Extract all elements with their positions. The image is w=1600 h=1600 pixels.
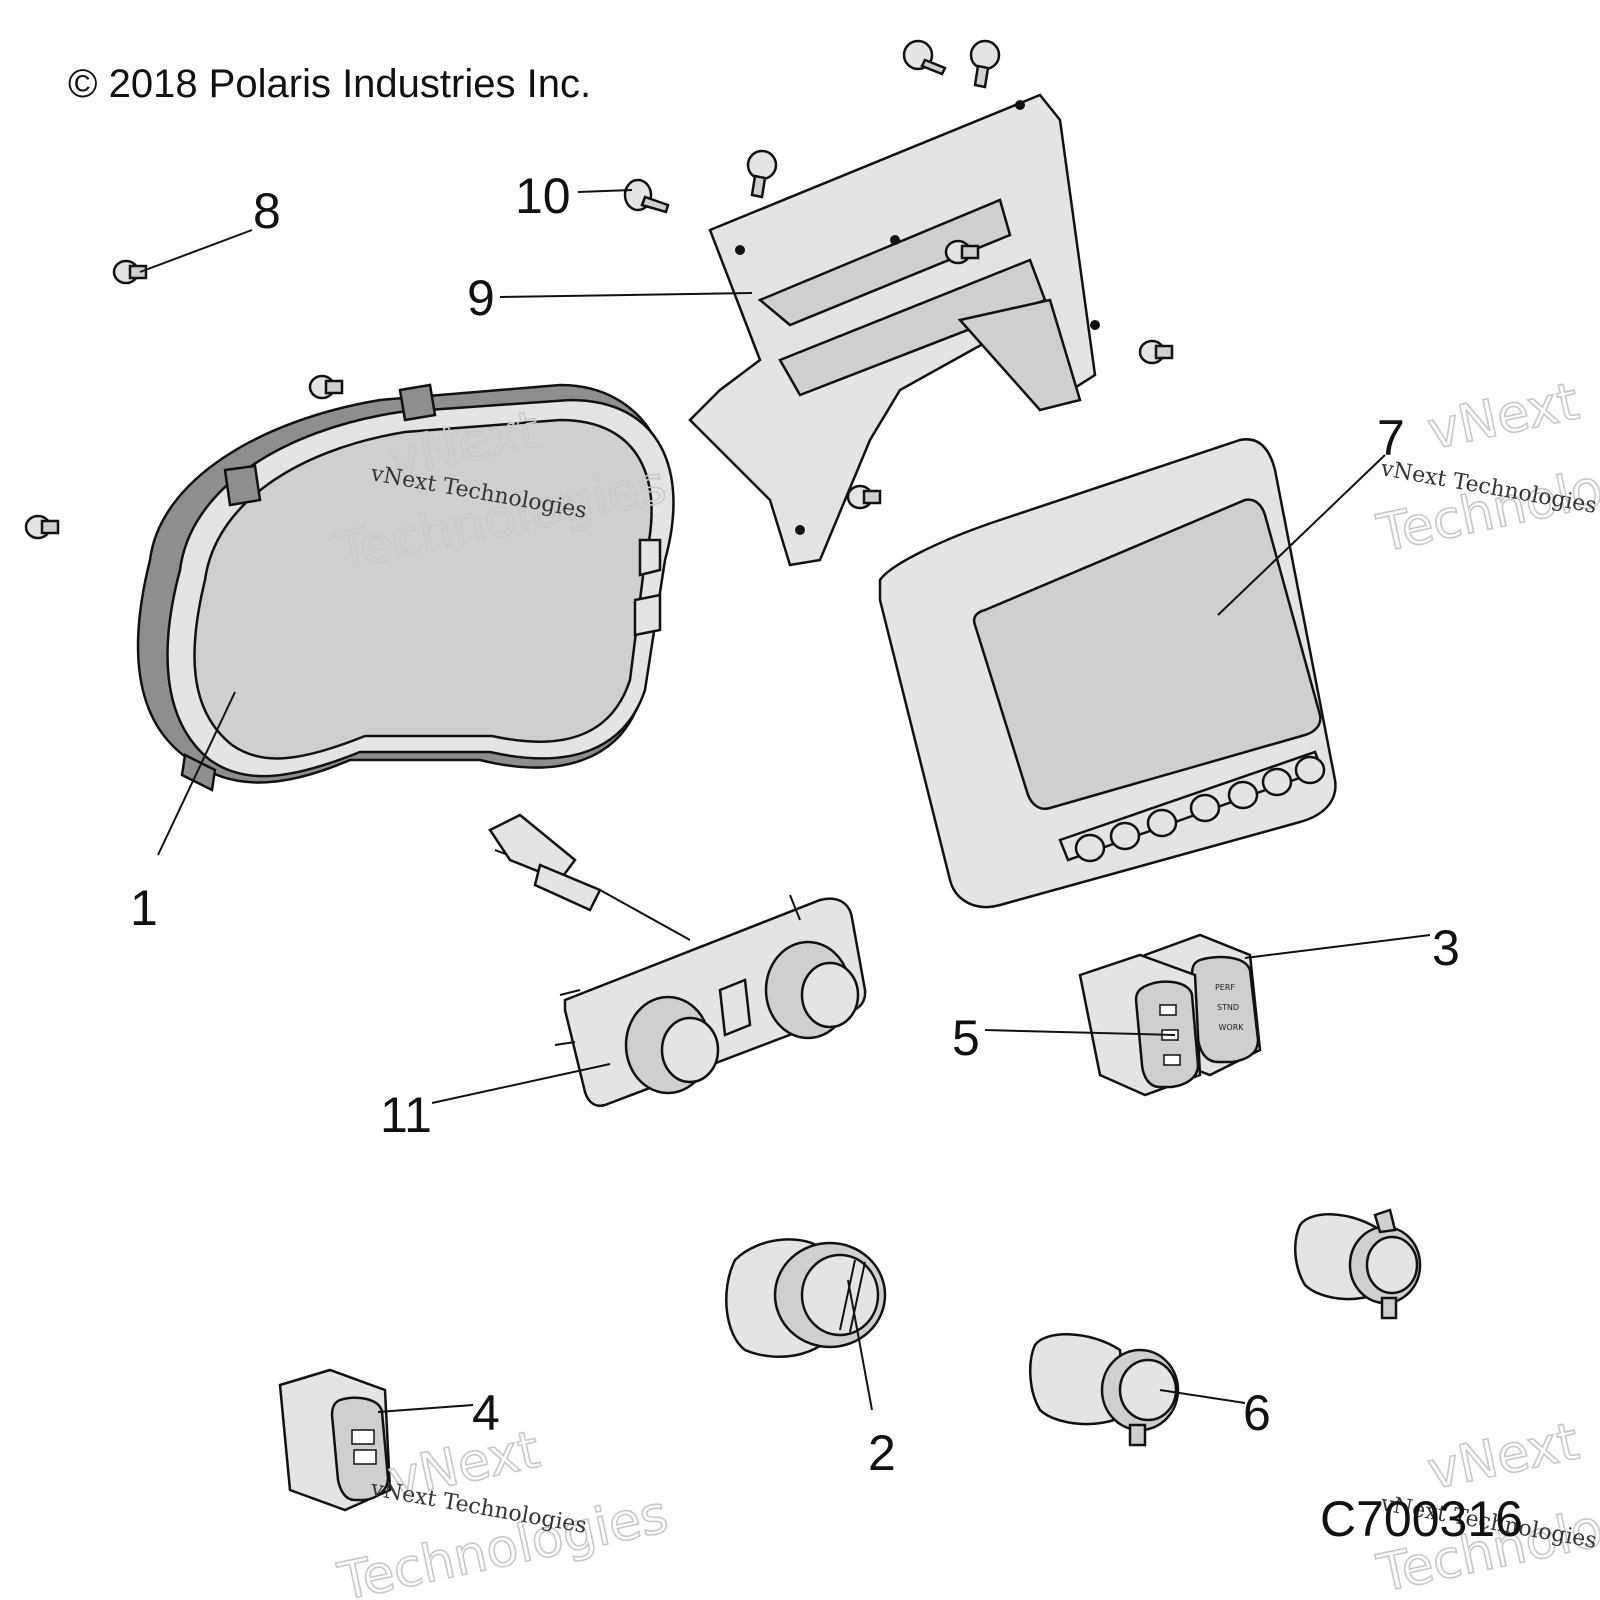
leader-8 [139, 229, 253, 273]
callout-10: 10 [515, 168, 571, 224]
part-10-screw [623, 178, 670, 214]
callout-6: 6 [1243, 1385, 1271, 1441]
display-buttons [1074, 755, 1326, 863]
callout-5: 5 [952, 1010, 980, 1066]
leader-9 [499, 292, 753, 298]
clip-2 [24, 514, 60, 540]
clip-1 [308, 374, 344, 400]
leader-6 [1159, 1389, 1246, 1404]
part-5-rocker-switch [1078, 953, 1202, 1097]
part-6-power-outlet-upper [1294, 1208, 1422, 1320]
callout-9: 9 [467, 270, 495, 326]
callout-3: 3 [1432, 920, 1460, 976]
part-9-mounting-bracket [688, 93, 1100, 567]
part-2-dual-knob [725, 1238, 887, 1358]
screw-top-left [902, 39, 947, 76]
callout-8: 8 [253, 183, 281, 239]
clip-5 [846, 484, 882, 510]
callout-4: 4 [472, 1385, 500, 1441]
clip-4 [1138, 339, 1174, 365]
leader-4 [377, 1404, 474, 1413]
switch-3-label-perf: PERF [1215, 983, 1235, 992]
leader-5 [984, 1029, 1176, 1036]
callout-1: 1 [130, 880, 158, 936]
callout-2: 2 [868, 1425, 896, 1481]
switch-3-label-work: WORK [1218, 1023, 1244, 1032]
leader-10 [577, 189, 633, 193]
leader-1 [157, 691, 236, 856]
screw-top-right [969, 39, 1001, 89]
part-6-power-outlet-lower [1029, 1333, 1180, 1447]
leader-7 [1217, 454, 1386, 616]
part-8-screw [112, 259, 148, 285]
diagram-code: C700316 [1320, 1491, 1523, 1547]
part-7-display-unit [878, 438, 1337, 909]
part-11-control-panel [488, 813, 867, 1107]
watermark-word-3: vNext [1423, 372, 1584, 462]
watermark-word-7: vNext [1423, 1412, 1584, 1502]
leader-lines [139, 189, 1431, 1413]
clip-3 [944, 239, 980, 265]
callout-7: 7 [1377, 410, 1405, 466]
callout-numbers: 1 2 3 4 5 6 7 8 9 10 11 [130, 168, 1460, 1481]
switch-3-label-stnd: STND [1217, 1003, 1239, 1012]
part-4-rocker-switch [278, 1368, 392, 1512]
screw-mid [746, 149, 778, 199]
copyright-notice: © 2018 Polaris Industries Inc. [68, 62, 592, 106]
part-1-instrument-cluster [136, 383, 675, 792]
leader-3 [1244, 934, 1431, 959]
leader-11 [431, 1063, 611, 1104]
leader-2 [847, 1279, 873, 1411]
callout-11: 11 [380, 1087, 432, 1143]
